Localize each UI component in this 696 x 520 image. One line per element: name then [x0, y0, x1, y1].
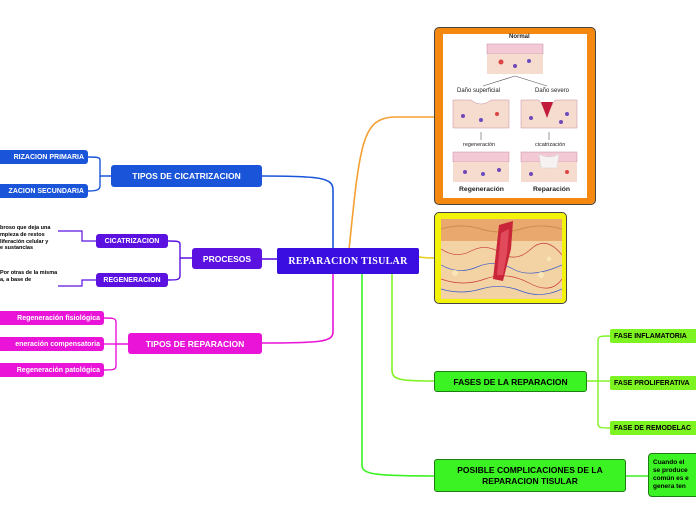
dano-severo-label: Daño severo: [535, 88, 570, 94]
note-line: broso que deja una: [0, 225, 51, 231]
root-node[interactable]: REPARACION TISULAR: [277, 248, 419, 274]
fases-reparacion-node[interactable]: FASES DE LA REPARACION: [434, 371, 587, 392]
illustration-panel: Normal Daño superficial Daño severo rege…: [443, 34, 587, 198]
regeneracion-small-label: regeneración: [463, 142, 496, 148]
note-line: mpieza de restos: [0, 231, 45, 238]
complicaciones-node[interactable]: POSIBLE COMPLICACIONES DE LA REPARACION …: [434, 459, 626, 492]
tipos-reparacion-node[interactable]: TIPOS DE REPARACION: [128, 333, 262, 354]
dano-superficial-label: Daño superficial: [457, 88, 501, 94]
regeneracion-patologica-node[interactable]: Regeneración patológica: [0, 363, 104, 377]
complicaciones-line-2: REPARACION TISULAR: [482, 475, 578, 486]
normal-label: Normal: [509, 34, 530, 40]
skin-wound-icon: [441, 219, 562, 299]
fase-proliferativa-node[interactable]: FASE PROLIFERATIVA: [610, 376, 696, 390]
regeneracion-note: Por otras de la misma a, a base de: [0, 270, 57, 284]
note-line: se produce: [653, 467, 688, 474]
regeneracion-process-node[interactable]: REGENERACION: [96, 273, 168, 287]
note-line: a, a base de: [0, 276, 32, 283]
regeneracion-compensatoria-node[interactable]: eneración compensatoria: [0, 337, 104, 351]
reparacion-caption: Reparación: [533, 186, 571, 193]
regeneracion-fisiologica-node[interactable]: Regeneración fisiológica: [0, 311, 104, 325]
fase-remodelacion-node[interactable]: FASE DE REMODELAC: [610, 421, 696, 435]
cicatrizacion-small-label: cicatrización: [535, 142, 566, 148]
skin-wound-illustration: [434, 212, 567, 304]
cicatrizacion-note: broso que deja una mpieza de restos life…: [0, 225, 50, 252]
note-line: liferación celular y: [0, 238, 49, 245]
note-line: Por otras de la misma: [0, 270, 58, 276]
note-line: común es e: [653, 475, 689, 482]
cicatrizacion-primaria-node[interactable]: RIZACION PRIMARIA: [0, 150, 88, 164]
complicaciones-line-1: POSIBLE COMPLICACIONES DE LA: [457, 464, 603, 475]
tipos-cicatrizacion-node[interactable]: TIPOS DE CICATRIZACION: [111, 165, 262, 187]
note-line: Cuando el: [653, 459, 685, 466]
note-line: e sustancias: [0, 245, 34, 252]
procesos-node[interactable]: PROCESOS: [192, 248, 262, 269]
cicatrizacion-secundaria-node[interactable]: ZACION SECUNDARIA: [0, 184, 88, 198]
note-line: genera ten: [653, 483, 686, 490]
cicatrizacion-process-node[interactable]: CICATRIZACION: [96, 234, 168, 248]
tissue-repair-illustration: Normal Daño superficial Daño severo rege…: [434, 27, 596, 205]
regeneracion-caption: Regeneración: [459, 186, 504, 193]
tissue-diagram-icon: [452, 43, 578, 182]
fase-inflamatoria-node[interactable]: FASE INFLAMATORIA: [610, 329, 696, 343]
complicaciones-note[interactable]: Cuando el se produce común es e genera t…: [648, 453, 696, 497]
